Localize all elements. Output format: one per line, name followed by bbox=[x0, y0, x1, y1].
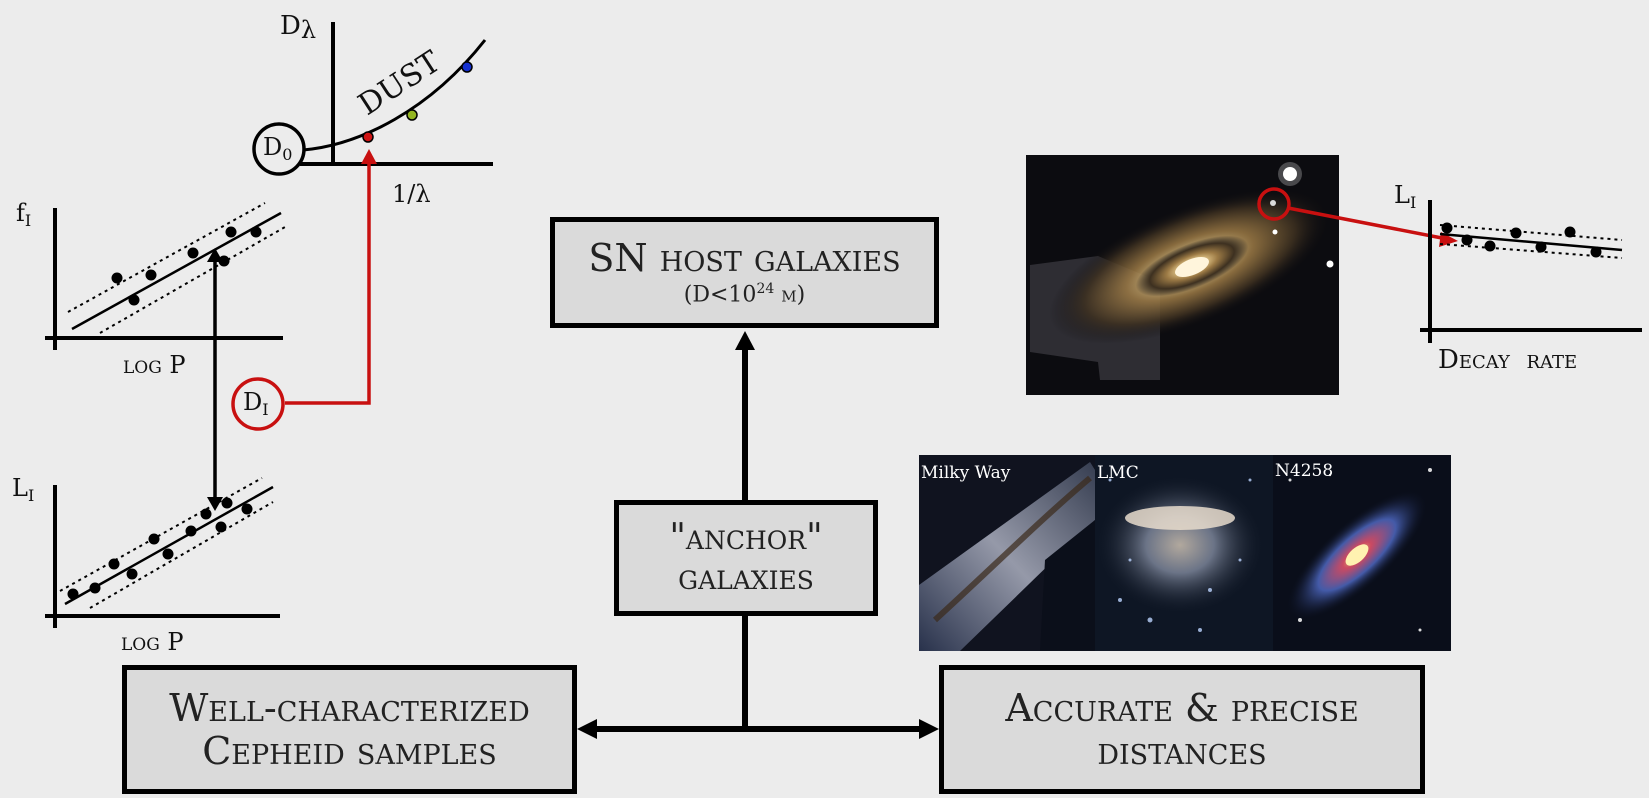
right-arrow-head bbox=[919, 719, 939, 739]
decay-plot: LI Decay rate bbox=[1394, 181, 1642, 375]
sn-host-galaxies-box: SN host galaxies (D<1024 m) bbox=[550, 217, 939, 328]
decay-point bbox=[1484, 240, 1496, 252]
decay-upper-bound bbox=[1439, 224, 1623, 241]
lum-point bbox=[108, 558, 120, 570]
sn-to-decay-arrow-shaft bbox=[1287, 206, 1448, 241]
n4258-image bbox=[1273, 455, 1451, 651]
di-label: DI bbox=[243, 388, 269, 419]
milky-way-image bbox=[919, 455, 1095, 651]
dust-curve-label: DUST bbox=[352, 44, 446, 122]
flux-upper-bound bbox=[67, 202, 266, 313]
lum-point bbox=[148, 533, 160, 545]
lum-upper-bound bbox=[59, 477, 263, 592]
lum-x-label: log P bbox=[121, 628, 184, 656]
decay-point bbox=[1441, 222, 1453, 234]
lum-point bbox=[215, 521, 227, 533]
lum-fit-line bbox=[64, 485, 274, 606]
flux-lower-bound bbox=[99, 226, 286, 334]
cepheid-box-line1: Well-characterized bbox=[169, 685, 530, 730]
lmc-label: LMC bbox=[1097, 463, 1139, 483]
decay-point bbox=[1461, 234, 1473, 246]
lum-point bbox=[126, 568, 138, 580]
n4258-label: N4258 bbox=[1275, 461, 1334, 481]
decay-point bbox=[1590, 246, 1602, 258]
flux-point bbox=[145, 269, 157, 281]
anchor-galaxies-box: "anchor" galaxies bbox=[614, 500, 878, 616]
flux-point bbox=[225, 226, 237, 238]
dust-plot: D0 Dλ DUST 1/λ bbox=[252, 11, 493, 208]
flux-x-label: log P bbox=[123, 351, 186, 379]
lum-pl-plot: LI log P bbox=[12, 474, 280, 656]
flux-y-label: fI bbox=[16, 199, 31, 230]
di-connector: DI bbox=[231, 149, 377, 431]
lum-point bbox=[241, 503, 253, 515]
sn-box-title: SN host galaxies bbox=[588, 236, 901, 281]
lum-point bbox=[200, 508, 212, 520]
sn-host-galaxy-image bbox=[1026, 155, 1339, 395]
lmc-image bbox=[1095, 455, 1273, 651]
cepheid-box-line2: Cepheid samples bbox=[202, 728, 497, 773]
d0-label: D0 bbox=[263, 133, 292, 164]
flux-point bbox=[187, 247, 199, 259]
decay-y-label: LI bbox=[1394, 181, 1416, 212]
dust-x-label: 1/λ bbox=[392, 180, 431, 208]
anchor-box-line1: "anchor" bbox=[669, 516, 823, 558]
decay-lower-bound bbox=[1439, 243, 1623, 259]
d0-circle bbox=[252, 122, 306, 176]
sn-marker-circle bbox=[1257, 187, 1291, 221]
lum-lower-bound bbox=[89, 501, 274, 609]
lum-point bbox=[89, 582, 101, 594]
pl-arrow-head-up bbox=[207, 248, 223, 262]
decay-x-label: Decay rate bbox=[1438, 345, 1577, 375]
decay-point bbox=[1510, 227, 1522, 239]
flux-point bbox=[128, 294, 140, 306]
flux-point bbox=[250, 226, 262, 238]
red-connector-line bbox=[285, 160, 371, 405]
distances-box-line2: distances bbox=[1097, 728, 1267, 773]
lum-y-label: LI bbox=[12, 474, 34, 505]
cepheid-samples-box: Well-characterized Cepheid samples bbox=[122, 665, 577, 794]
di-circle bbox=[231, 377, 285, 431]
sn-to-decay-arrow-head bbox=[1439, 232, 1458, 247]
red-arrowhead bbox=[361, 149, 377, 164]
dust-y-label: Dλ bbox=[280, 11, 316, 44]
central-arrows bbox=[577, 331, 939, 739]
dust-point-red bbox=[362, 131, 374, 143]
flux-pl-plot: fI log P bbox=[16, 199, 286, 379]
sn-box-subtitle: (D<1024 m) bbox=[683, 280, 806, 308]
distances-box-line1: Accurate & precise bbox=[1005, 685, 1359, 730]
flux-point bbox=[111, 272, 123, 284]
anchor-to-sn-head bbox=[735, 331, 755, 350]
pl-double-arrow bbox=[207, 248, 223, 511]
left-arrow-head bbox=[577, 719, 597, 739]
distances-box: Accurate & precise distances bbox=[939, 665, 1425, 794]
anchor-box-line2: galaxies bbox=[678, 557, 814, 598]
dust-point-blue bbox=[461, 61, 473, 73]
anchor-galaxy-images bbox=[919, 455, 1451, 651]
milky-way-label: Milky Way bbox=[921, 463, 1011, 483]
decay-point bbox=[1564, 226, 1576, 238]
flux-point bbox=[218, 255, 230, 267]
lum-point bbox=[185, 525, 197, 537]
dust-point-green bbox=[406, 109, 418, 121]
lum-point bbox=[67, 588, 79, 600]
lum-point bbox=[221, 497, 233, 509]
decay-point bbox=[1535, 241, 1547, 253]
flux-fit-line bbox=[71, 211, 282, 331]
lum-point bbox=[162, 548, 174, 560]
